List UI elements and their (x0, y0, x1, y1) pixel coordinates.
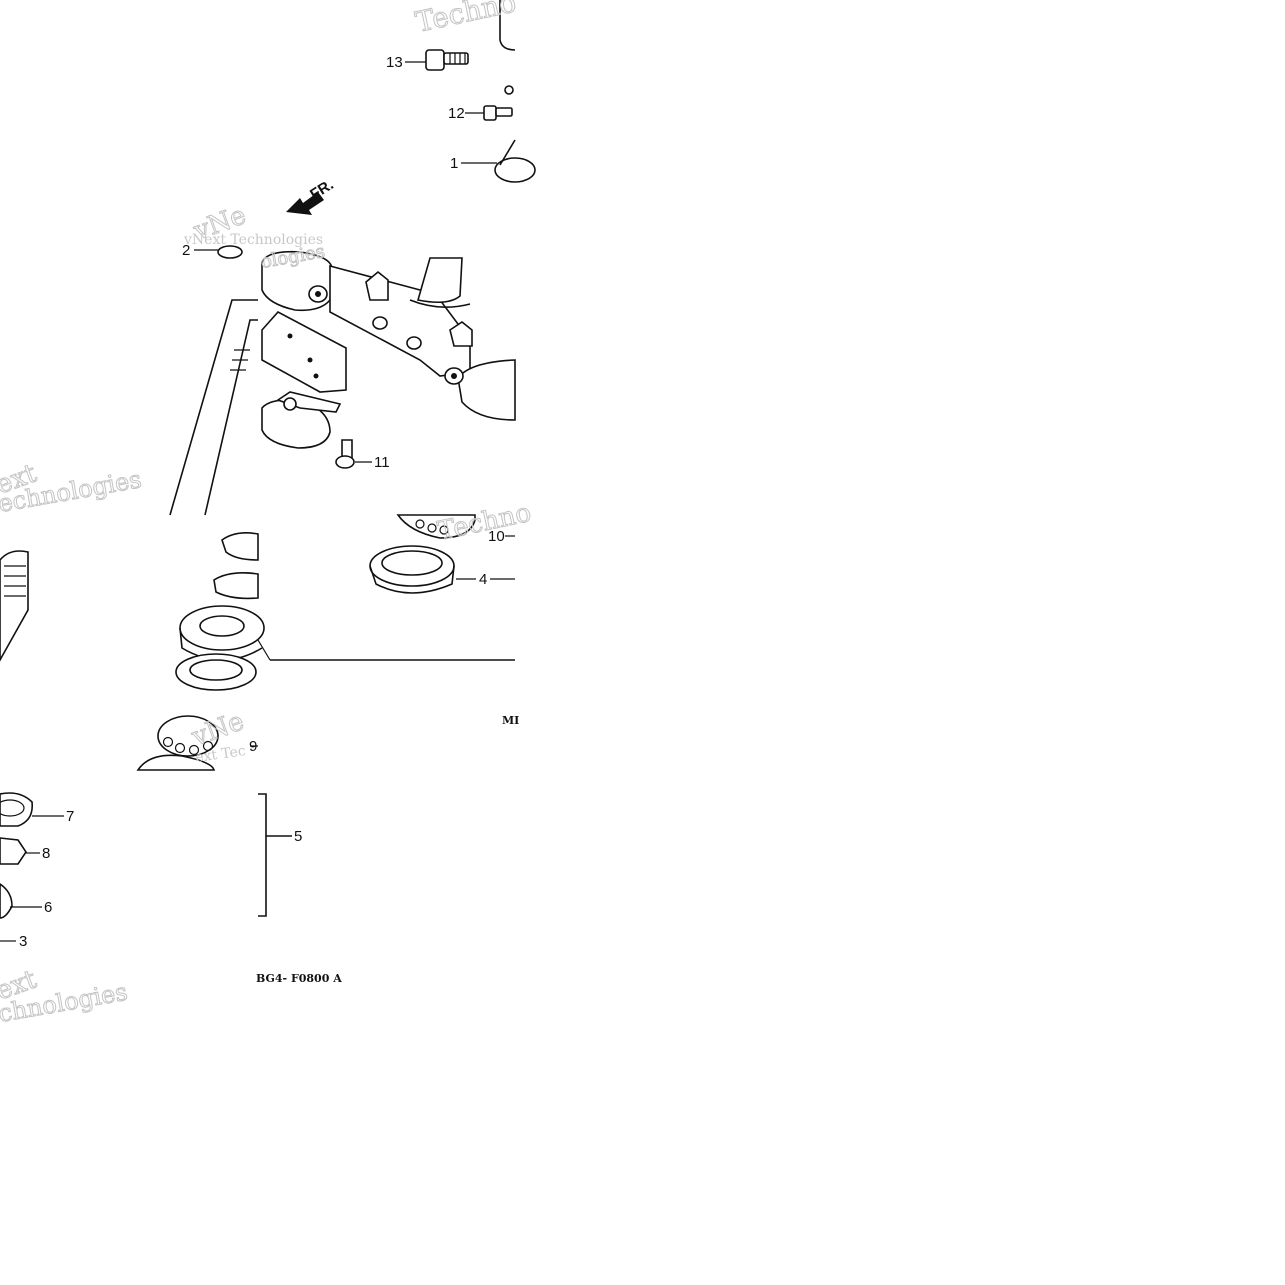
front-direction-arrow (286, 192, 324, 215)
callout-10: 10 (488, 528, 505, 545)
watermark-6: Techno (435, 498, 534, 547)
adjusting-nut (179, 605, 265, 661)
watermark-8: ext Tec (194, 743, 247, 766)
bolt-11 (335, 439, 355, 469)
clip-2 (217, 245, 243, 259)
callout-7: 7 (66, 808, 74, 825)
watermark-2: vNext Technologies (183, 232, 323, 248)
watermark-1: Techno (413, 0, 519, 39)
callout-6: 6 (44, 899, 52, 916)
bolt-12 (483, 85, 514, 121)
callout-3: 3 (19, 933, 27, 950)
callout-9: 9 (249, 738, 257, 755)
leader-lines (0, 61, 515, 942)
callout-12: 12 (448, 105, 465, 122)
diagram-code: BG4- F0800 A (256, 972, 342, 985)
callout-8: 8 (42, 845, 50, 862)
frame-edge (499, 0, 516, 51)
top-nut-1 (494, 139, 536, 183)
callout-11: 11 (374, 454, 390, 471)
bolt-13 (425, 49, 469, 71)
race-7 (0, 792, 34, 827)
tile-top-bridge: ologies (259, 241, 516, 469)
callout-4: 4 (479, 571, 487, 588)
clipped-label: MI (502, 714, 519, 727)
callout-1: 1 (450, 155, 458, 172)
nut-8 (0, 837, 27, 865)
cone-6 (0, 883, 13, 919)
race-4 (369, 545, 455, 594)
callout-13: 13 (386, 54, 403, 71)
callout-5: 5 (294, 828, 302, 845)
callout-2: 2 (182, 242, 190, 259)
bracket-5 (258, 793, 292, 917)
tile-lower-stem: BG4- F0800 A vNe ext Tec ext chnologies (0, 532, 342, 1028)
bearing-9 (157, 715, 219, 757)
